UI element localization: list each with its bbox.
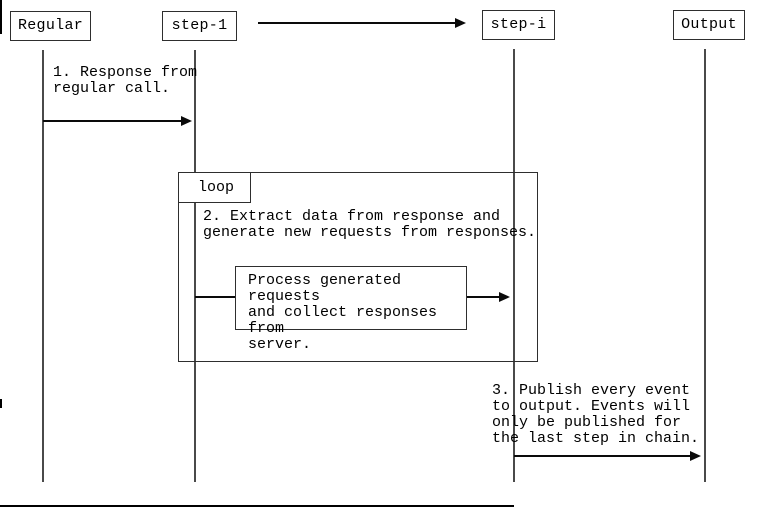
arrow-right-icon: [690, 451, 701, 461]
loop-frame: [178, 172, 538, 362]
participant-box-regular: Regular: [10, 11, 91, 41]
arrow-message-3-line: [514, 455, 691, 457]
message-2-label: 2. Extract data from response and genera…: [203, 208, 537, 241]
arrow-step1-to-stepi-line: [258, 22, 458, 24]
participant-label-step-1: step-1: [171, 17, 228, 34]
participant-label-step-i: step-i: [490, 16, 547, 33]
participant-label-regular: Regular: [17, 17, 84, 34]
screen-edge-artifact-left-mark: [0, 399, 2, 408]
arrow-right-icon: [181, 116, 192, 126]
lifeline-step-1: [194, 50, 196, 482]
loop-frame-label: loop: [178, 172, 251, 203]
arrow-process-to-stepi-line: [466, 296, 500, 298]
participant-label-output: Output: [681, 16, 737, 33]
connector-step1-to-process-box: [195, 296, 235, 298]
lifeline-output: [704, 49, 706, 482]
participant-box-step-i: step-i: [482, 10, 555, 40]
lifeline-step-i: [513, 49, 515, 482]
message-3-label: 3. Publish every event to output. Events…: [492, 382, 700, 447]
arrow-message-1-line: [43, 120, 183, 122]
participant-box-output: Output: [673, 10, 745, 40]
arrow-right-icon: [455, 18, 466, 28]
loop-label-text: loop: [198, 178, 235, 196]
arrow-right-icon: [499, 292, 510, 302]
screen-edge-artifact-top-left: [0, 0, 2, 34]
lifeline-regular: [42, 50, 44, 482]
message-1-label: 1. Response from regular call.: [53, 64, 198, 97]
process-box: Process generated requests and collect r…: [235, 266, 467, 353]
participant-box-step-1: step-1: [162, 11, 237, 41]
screen-edge-artifact-bottom: [0, 505, 514, 507]
